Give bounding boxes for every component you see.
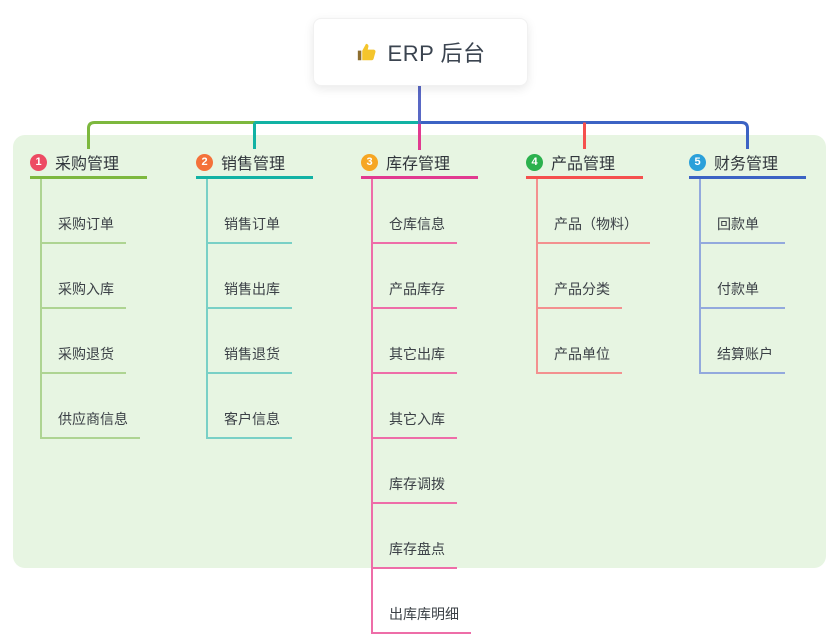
child-node-label: 库存盘点 [389,541,445,557]
child-node[interactable]: 产品（物料） [538,179,650,244]
branch: 3 库存管理 仓库信息产品库存其它出库其它入库库存调拨库存盘点出库库明细 [361,148,478,634]
child-node[interactable]: 其它出库 [373,309,457,374]
child-node[interactable]: 库存盘点 [373,504,457,569]
branch: 4 产品管理 产品（物料） 产品分类产品单位 [526,148,650,374]
branch-title: 产品管理 [551,156,616,173]
thumbs-up-icon [356,41,378,63]
branch: 2 销售管理 销售订单销售出库销售退货客户信息 [196,148,313,439]
child-node[interactable]: 付款单 [701,244,785,309]
child-node[interactable]: 客户信息 [208,374,292,439]
child-node-label: 出库库明细 [389,606,459,622]
child-node-label: 结算账户 [717,346,773,362]
child-node-label: 产品单位 [554,346,610,362]
child-node-label: 销售出库 [224,281,280,297]
child-node-label: 采购订单 [58,216,114,232]
branch-number-badge: 3 [361,153,378,171]
branch-children: 采购订单采购入库采购退货供应商信息 [40,179,140,439]
child-node-label: 付款单 [717,281,759,297]
child-node[interactable]: 产品分类 [538,244,622,309]
root-title: ERP 后台 [387,41,486,66]
branch-children: 回款单付款单结算账户 [699,179,785,374]
child-node-label: 销售退货 [224,346,280,362]
child-node[interactable]: 库存调拨 [373,439,457,504]
child-node[interactable]: 采购订单 [42,179,126,244]
child-node[interactable]: 采购退货 [42,309,126,374]
branch-header[interactable]: 2 销售管理 [196,148,313,179]
child-node[interactable]: 销售出库 [208,244,292,309]
child-node-label: 采购退货 [58,346,114,362]
branch-header[interactable]: 1 采购管理 [30,148,147,179]
child-node[interactable]: 销售退货 [208,309,292,374]
branch-title: 财务管理 [714,156,779,173]
branch-title: 销售管理 [221,156,286,173]
child-node-label: 客户信息 [224,411,280,427]
child-node[interactable]: 产品单位 [538,309,622,374]
branch-children: 产品（物料） 产品分类产品单位 [536,179,650,374]
child-node-label: 供应商信息 [58,411,128,427]
child-node-label: 其它出库 [389,346,445,362]
branch-header[interactable]: 5 财务管理 [689,148,806,179]
child-node[interactable]: 采购入库 [42,244,126,309]
child-node-label: 仓库信息 [389,216,445,232]
branch-number-badge: 1 [30,153,47,171]
child-node-label: 产品库存 [389,281,445,297]
branch-children: 销售订单销售出库销售退货客户信息 [206,179,292,439]
branch-header[interactable]: 3 库存管理 [361,148,478,179]
child-node[interactable]: 出库库明细 [373,569,471,634]
branch-children: 仓库信息产品库存其它出库其它入库库存调拨库存盘点出库库明细 [371,179,471,634]
child-node[interactable]: 销售订单 [208,179,292,244]
child-node[interactable]: 仓库信息 [373,179,457,244]
child-node-label: 回款单 [717,216,759,232]
child-node[interactable]: 结算账户 [701,309,785,374]
child-node[interactable]: 其它入库 [373,374,457,439]
child-node-label: 采购入库 [58,281,114,297]
branch-header[interactable]: 4 产品管理 [526,148,643,179]
child-node[interactable]: 供应商信息 [42,374,140,439]
child-node-label: 其它入库 [389,411,445,427]
branch-number-badge: 5 [689,153,706,171]
root-node[interactable]: ERP 后台 [313,18,528,86]
branch: 5 财务管理 回款单付款单结算账户 [689,148,806,374]
child-node-label: 产品（物料） [554,216,638,232]
child-node-label: 产品分类 [554,281,610,297]
child-node[interactable]: 产品库存 [373,244,457,309]
branch: 1 采购管理 采购订单采购入库采购退货供应商信息 [30,148,147,439]
child-node-label: 销售订单 [224,216,280,232]
branch-number-badge: 2 [196,153,213,171]
branch-number-badge: 4 [526,153,543,171]
branch-title: 采购管理 [55,156,120,173]
canvas-panel [13,135,826,568]
child-node-label: 库存调拨 [389,476,445,492]
child-node[interactable]: 回款单 [701,179,785,244]
branch-title: 库存管理 [386,156,451,173]
